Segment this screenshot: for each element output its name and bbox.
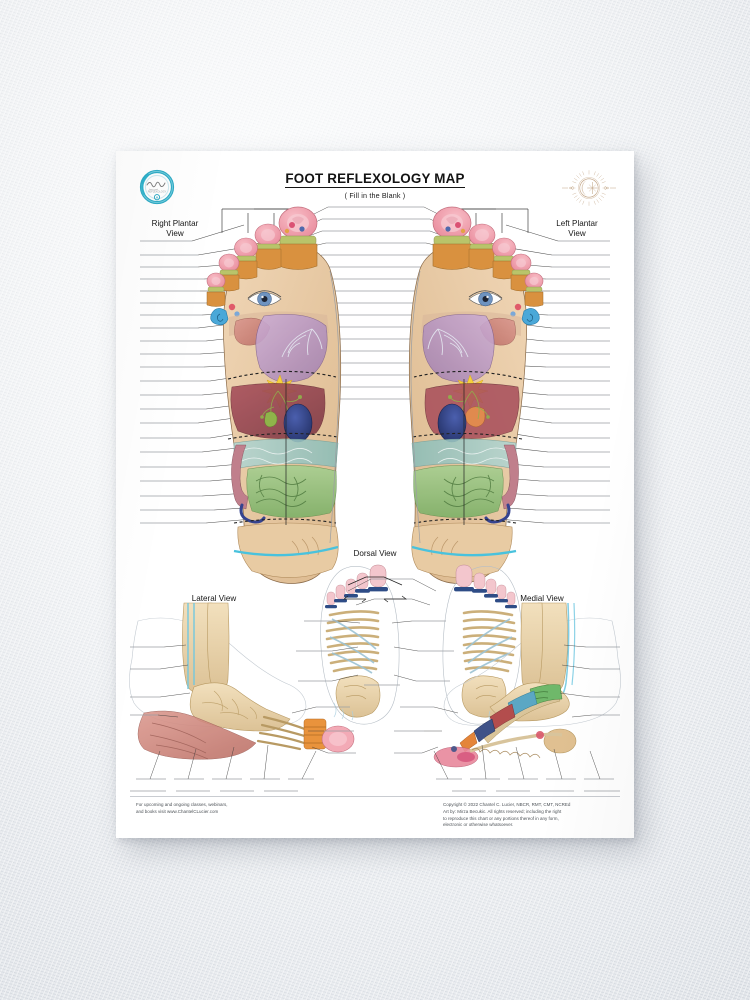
right-kidney-zone [283, 403, 313, 443]
poster-sheet: REFLEXOLOGY [116, 151, 634, 838]
fill-in-lines-medial [394, 646, 620, 792]
label-right-plantar-line2: View [166, 229, 184, 239]
right-diaphragm-line [227, 370, 337, 380]
celestial-ornament-icon [560, 167, 618, 211]
right-heel-zone [237, 522, 339, 578]
right-small-intestine [246, 465, 337, 518]
label-medial-view: Medial View [520, 594, 564, 603]
right-medial-edge [329, 270, 340, 544]
copyright-line1: Copyright © 2022 Chantel C. Lucier, NBCR… [443, 802, 571, 807]
footer-contact: For upcoming and ongoing classes, webina… [136, 802, 326, 816]
right-plantar-foot [206, 206, 342, 584]
label-left-plantar-line1: Left Plantar [556, 219, 598, 228]
label-right-plantar-view: Right Plantar View [138, 219, 212, 239]
copyright-line4: electronic or otherwise whatsoever. [443, 822, 514, 828]
page-title: FOOT REFLEXOLOGY MAP [116, 171, 634, 188]
lateral-view-foot [129, 602, 356, 792]
label-left-plantar-line2: View [568, 229, 586, 239]
svg-text:REFLEXOLOGY: REFLEXOLOGY [148, 191, 167, 194]
right-gallbladder [264, 411, 278, 428]
right-sigmoid-colon [239, 503, 266, 524]
footer-contact-line2: and books visit www.ChantelCLucier.com [136, 808, 219, 814]
page-title-text: FOOT REFLEXOLOGY MAP [285, 171, 465, 188]
right-lung-zone [255, 314, 328, 383]
brand-logo-icon: REFLEXOLOGY [135, 167, 179, 209]
reflexology-artwork [116, 151, 634, 838]
label-dorsal-view: Dorsal View [353, 549, 397, 558]
right-waist-line [227, 432, 339, 440]
right-sinus-markers [284, 222, 305, 234]
copyright-line3: to reproduce this chart or any portions … [443, 815, 559, 821]
label-right-plantar-line1: Right Plantar [151, 219, 199, 228]
footer-contact-line1: For upcoming and ongoing classes, webina… [136, 802, 228, 807]
medial-spine-reflex [433, 684, 563, 768]
right-pelvic-line [233, 518, 337, 524]
right-eye-reflex [247, 290, 282, 307]
medial-view-foot [394, 602, 621, 792]
reflexology-poster[interactable]: REFLEXOLOGY [116, 151, 634, 838]
footer-copyright: Copyright © 2022 Chantel C. Lucier, NBCR… [443, 802, 618, 829]
footer-divider [130, 796, 620, 797]
page-subtitle: ( Fill in the Blank ) [344, 191, 406, 200]
dorsal-view-feet [296, 564, 522, 725]
label-left-plantar-view: Left Plantar View [540, 219, 614, 239]
fill-in-lines-left [140, 240, 214, 524]
fill-in-lines-right [536, 240, 610, 524]
dorsal-center-arrows [342, 576, 408, 603]
right-lymph-band [233, 545, 339, 557]
copyright-line2: Art by: Mirza Becukic. All rights reserv… [443, 808, 562, 814]
right-ear-reflex [210, 303, 240, 326]
fill-in-lines-lateral [130, 646, 356, 792]
left-plantar-foot [408, 206, 544, 584]
label-lateral-view: Lateral View [191, 594, 237, 603]
